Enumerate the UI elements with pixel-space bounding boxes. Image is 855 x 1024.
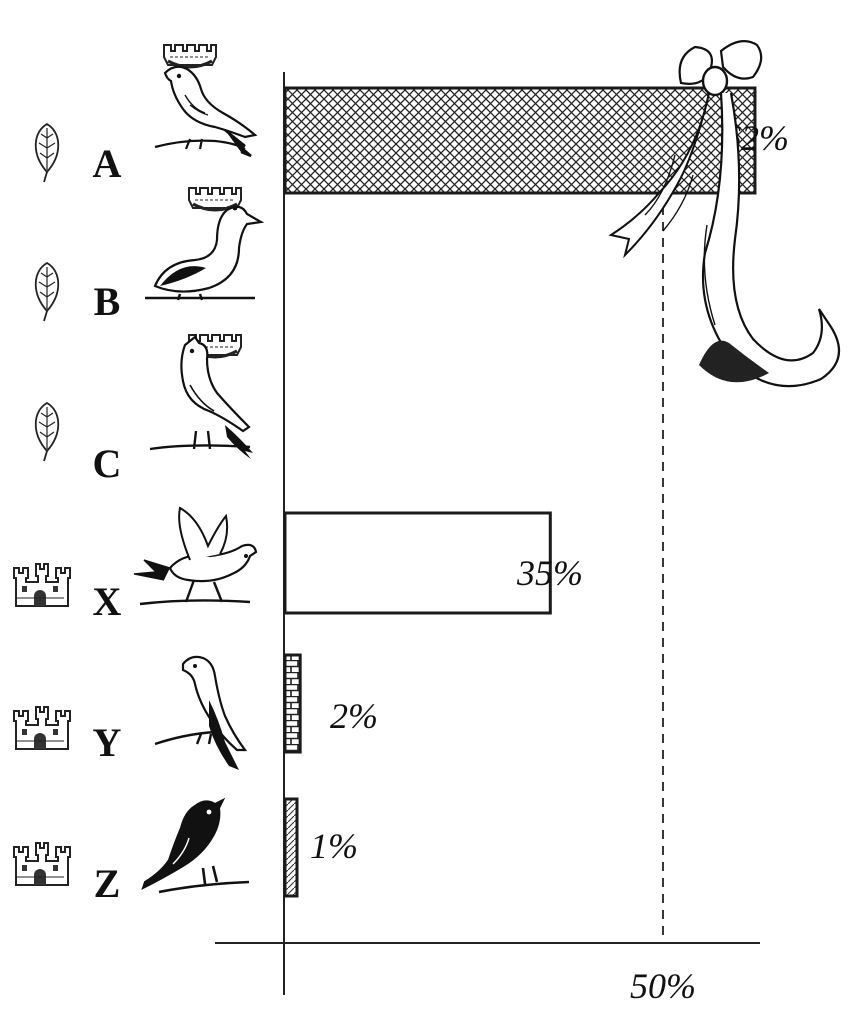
category-label-C: C bbox=[93, 441, 122, 486]
category-label-Z: Z bbox=[94, 861, 121, 906]
flying-bird-icon bbox=[132, 506, 258, 606]
data-label-Y: 2% bbox=[330, 696, 378, 736]
category-label-X: X bbox=[93, 579, 122, 624]
bar-X bbox=[283, 511, 552, 615]
bar-Y bbox=[283, 653, 302, 754]
category-label-B: B bbox=[94, 279, 121, 324]
data-label-Z: 1% bbox=[310, 826, 358, 866]
leaf-icon bbox=[34, 123, 60, 183]
perched-bird-icon bbox=[153, 655, 247, 772]
bars-layer bbox=[283, 86, 757, 898]
category-label-Y: Y bbox=[93, 720, 122, 765]
castle-icon bbox=[13, 563, 71, 607]
bar-Z bbox=[283, 797, 299, 898]
bar-A bbox=[283, 86, 757, 195]
thrush-bird-icon bbox=[153, 65, 257, 158]
leaf-icon bbox=[34, 402, 60, 462]
tick-label-50: 50% bbox=[630, 966, 696, 1006]
crow-bird-icon bbox=[141, 798, 251, 894]
castle-icon bbox=[13, 842, 71, 886]
icons-layer bbox=[13, 43, 263, 894]
crown-icon bbox=[162, 43, 218, 69]
leaf-icon bbox=[34, 262, 60, 322]
category-label-A: A bbox=[93, 141, 122, 186]
duck-bird-icon bbox=[143, 204, 263, 302]
data-label-X: 35% bbox=[516, 553, 583, 593]
castle-icon bbox=[13, 706, 71, 750]
